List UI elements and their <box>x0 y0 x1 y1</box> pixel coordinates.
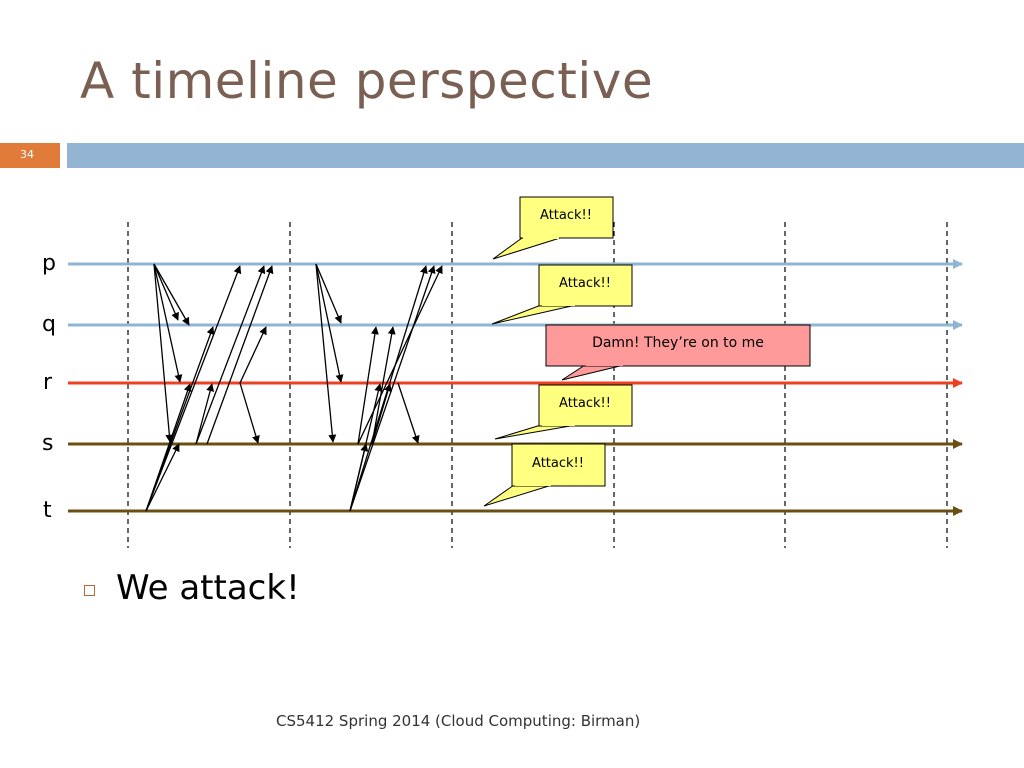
bullet-text: We attack! <box>116 568 300 608</box>
process-label-p: p <box>42 251 56 276</box>
callout-attack-s: Attack!! <box>494 384 633 440</box>
process-label-r: r <box>43 370 53 395</box>
message-arrow <box>153 263 179 321</box>
slide-title: A timeline perspective <box>80 52 654 110</box>
message-arrow <box>153 263 190 326</box>
message-arrow <box>239 382 260 444</box>
callout-attack-p: Attack!! <box>492 196 614 260</box>
message-arrow <box>315 263 344 383</box>
message-arrow <box>357 326 379 445</box>
slide-number: 34 <box>20 148 34 161</box>
bullet-marker <box>84 585 95 596</box>
message-arrow <box>145 443 180 512</box>
message-arrow <box>145 383 192 512</box>
process-label-q: q <box>42 312 56 337</box>
callout-text: Attack!! <box>559 276 611 291</box>
message-arrow <box>153 263 174 443</box>
message-arrows-round-2 <box>315 263 443 512</box>
callout-attack-q: Attack!! <box>491 264 633 325</box>
message-arrow <box>195 265 266 445</box>
callout-text: Attack!! <box>559 396 611 411</box>
message-arrow <box>371 383 392 445</box>
callout-text: Attack!! <box>540 208 592 223</box>
message-arrow <box>397 382 420 444</box>
message-arrow <box>153 263 183 383</box>
message-arrow <box>145 265 242 512</box>
message-arrow <box>315 263 337 443</box>
message-arrow <box>349 443 369 512</box>
message-arrows-round-1 <box>145 263 274 512</box>
message-arrow <box>195 383 215 445</box>
process-label-t: t <box>43 498 52 523</box>
header-bar <box>67 143 1024 168</box>
message-arrow <box>239 326 267 384</box>
round-separators <box>127 222 948 548</box>
message-arrow <box>371 326 396 445</box>
callout-text: Attack!! <box>532 456 584 471</box>
slide-number-box <box>0 143 60 168</box>
message-arrow <box>206 265 274 445</box>
message-arrow <box>357 265 443 445</box>
callout-attack-t: Attack!! <box>483 443 606 507</box>
message-arrow <box>315 263 342 324</box>
slide-footer: CS5412 Spring 2014 (Cloud Computing: Bir… <box>276 712 641 730</box>
callout-text: Damn! They’re on to me <box>592 335 764 351</box>
callout-damn-r: Damn! They’re on to me <box>545 324 811 381</box>
process-label-s: s <box>42 431 53 456</box>
message-arrow <box>349 265 436 512</box>
